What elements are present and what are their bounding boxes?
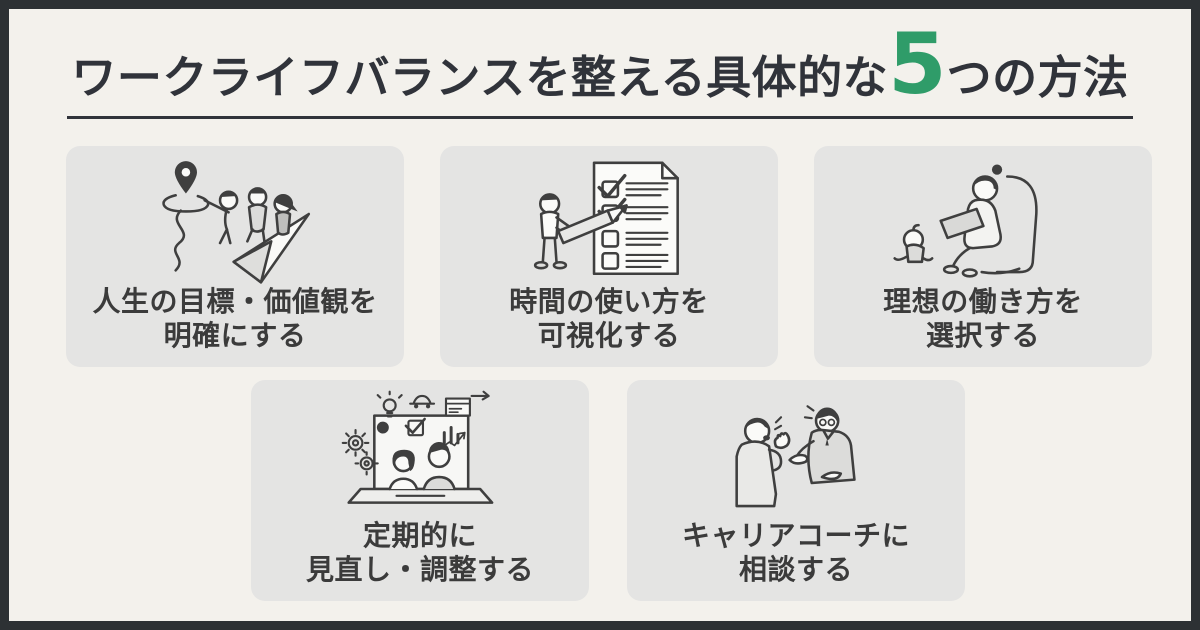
- card-clarify-life-goals: 人生の目標・価値観を 明確にする: [66, 146, 404, 367]
- checklist-pencil-illustration: [448, 156, 770, 285]
- title-number-5: 5: [888, 15, 947, 113]
- card-label-line2: 明確にする: [163, 318, 307, 352]
- card-visualize-time-use: 時間の使い方を 可視化する: [440, 146, 778, 367]
- card-label-line2: 見直し・調整する: [305, 552, 534, 586]
- card-consult-career-coach: キャリアコーチに 相談する: [627, 380, 965, 601]
- card-label-line1: 定期的に: [362, 518, 477, 552]
- card-label-line2: 選択する: [925, 318, 1040, 352]
- card-label: 時間の使い方を 可視化する: [509, 285, 709, 353]
- card-choose-ideal-workstyle: 理想の働き方を 選択する: [814, 146, 1152, 367]
- title-underline: ワークライフバランスを整える具体的な5つの方法: [67, 22, 1133, 119]
- card-label: 理想の働き方を 選択する: [883, 285, 1083, 353]
- title-suffix: つの方法: [946, 51, 1129, 104]
- card-label-line2: 可視化する: [537, 318, 681, 352]
- parent-laptop-baby-illustration: [822, 156, 1144, 285]
- card-label-line2: 相談する: [738, 552, 853, 586]
- video-call-review-illustration: [259, 390, 581, 519]
- career-coach-consultation-illustration: [635, 390, 957, 519]
- card-label-line1: 理想の働き方を: [883, 284, 1083, 318]
- card-review-and-adjust: 定期的に 見直し・調整する: [251, 380, 589, 601]
- card-label-line1: 人生の目標・価値観を: [92, 284, 378, 318]
- map-pin-paper-plane-illustration: [74, 156, 396, 285]
- title-prefix: ワークライフバランスを整える具体的な: [71, 51, 889, 104]
- card-label: 定期的に 見直し・調整する: [306, 519, 534, 587]
- card-label: 人生の目標・価値観を 明確にする: [92, 285, 377, 353]
- card-label-line1: 時間の使い方を: [509, 284, 709, 318]
- map-pin-icon: [174, 161, 197, 194]
- page-title: ワークライフバランスを整える具体的な5つの方法: [9, 22, 1191, 119]
- card-label-line1: キャリアコーチに: [681, 518, 910, 552]
- card-label: キャリアコーチに 相談する: [682, 519, 910, 587]
